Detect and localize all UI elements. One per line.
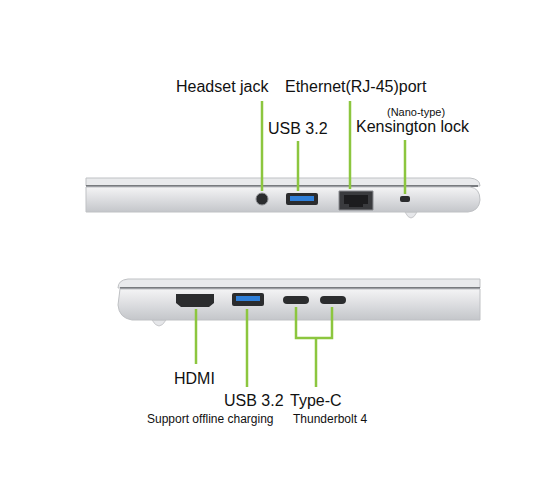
leader-line — [246, 309, 249, 387]
port-label: Kensington lock — [356, 118, 469, 136]
port-label: HDMI — [174, 370, 215, 388]
lid — [86, 178, 480, 186]
foot — [152, 320, 166, 326]
headset-jack — [256, 193, 268, 205]
leader-line — [404, 140, 407, 194]
leader-line — [349, 101, 352, 189]
hdmi-port — [176, 294, 214, 307]
port-label: Type-C — [290, 392, 342, 410]
type-c-port — [320, 296, 346, 304]
laptop-side-left — [118, 279, 480, 326]
usb-tongue — [290, 196, 314, 201]
leader-bracket — [296, 307, 332, 387]
leader-lines — [196, 101, 405, 387]
port-label: Headset jack — [176, 78, 269, 96]
base — [118, 289, 480, 320]
base — [86, 187, 480, 212]
foot — [405, 212, 417, 218]
port-note: (Nano-type) — [387, 106, 445, 118]
port-label: USB 3.2 — [268, 120, 328, 138]
lid — [118, 279, 480, 288]
port-note: Support offline charging — [147, 413, 274, 426]
usb-port — [286, 193, 318, 205]
port-label: USB 3.2 — [224, 392, 284, 410]
ethernet-port — [339, 191, 373, 210]
leader-line — [195, 309, 198, 364]
leader-line — [297, 141, 300, 191]
leader-line — [261, 101, 264, 191]
kensington-slot — [400, 196, 410, 202]
port-label: Ethernet(RJ-45)port — [285, 78, 426, 96]
type-c-port — [283, 296, 309, 304]
usb-port — [232, 293, 264, 306]
port-note: Thunderbolt 4 — [293, 413, 367, 426]
usb-tongue — [236, 296, 260, 301]
laptop-side-right — [86, 178, 480, 218]
ethernet-socket — [344, 195, 368, 207]
